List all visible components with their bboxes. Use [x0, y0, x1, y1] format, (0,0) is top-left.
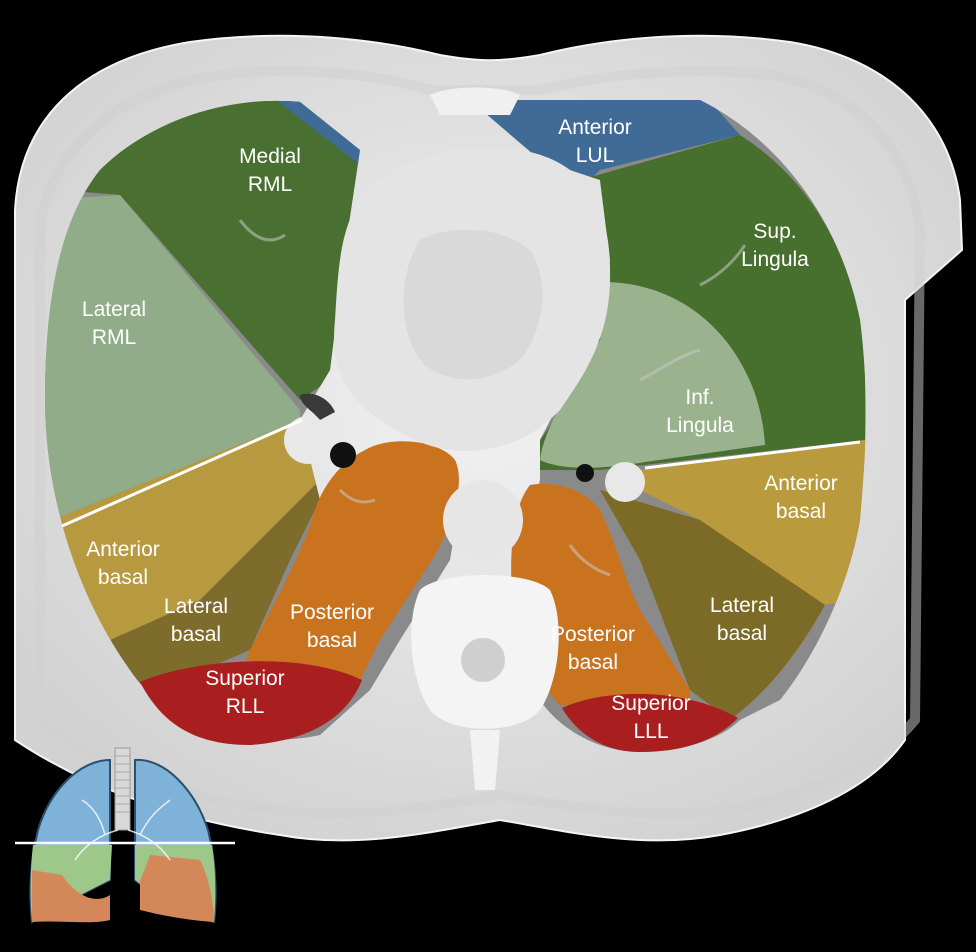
segment-anterior-basal-left: [640, 440, 865, 605]
segment-lateral-basal-right: [110, 480, 330, 690]
label-anterior-lul-1: Anterior: [558, 116, 632, 139]
right-hilar-dark: [300, 393, 335, 420]
label-lateral-basal-right-1: Lateral: [164, 595, 228, 618]
segment-superior-rll: [140, 661, 362, 745]
left-fissure-line: [644, 440, 861, 470]
label-posterior-basal-left-2: basal: [568, 651, 618, 674]
right-fissure-line: [61, 418, 303, 528]
left-bronchus: [576, 464, 594, 482]
label-anterior-basal-left-2: basal: [776, 500, 826, 523]
segment-lateral-rml: [45, 195, 300, 525]
segment-posterior-basal-right: [245, 441, 459, 680]
fat-layer: [35, 65, 926, 819]
left-lung-icon-base: [140, 855, 214, 922]
label-medial-rml-1: Medial: [239, 145, 301, 168]
labels: Medial RML Anterior LUL Sup. Lingula Lat…: [82, 116, 838, 743]
label-lateral-basal-left-1: Lateral: [710, 594, 774, 617]
segment-medial-rml: [60, 100, 360, 400]
label-lateral-basal-right-2: basal: [171, 623, 221, 646]
segment-anterior-lul: [470, 100, 740, 190]
label-medial-rml-2: RML: [248, 173, 292, 196]
label-inf-lingula-1: Inf.: [685, 386, 714, 409]
label-posterior-basal-left-1: Posterior: [551, 623, 635, 646]
label-sup-lingula-2: Lingula: [741, 248, 809, 271]
label-sup-lingula-1: Sup.: [753, 220, 796, 243]
label-anterior-basal-right-1: Anterior: [86, 538, 160, 561]
spinal-canal: [461, 638, 505, 682]
label-lateral-rml-2: RML: [92, 326, 136, 349]
label-posterior-basal-right-1: Posterior: [290, 601, 374, 624]
label-inf-lingula-2: Lingula: [666, 414, 734, 437]
segment-lateral-basal-left: [600, 490, 825, 720]
label-superior-lll-1: Superior: [611, 692, 690, 715]
sternum: [430, 87, 520, 115]
segment-anterior-basal-right: [45, 420, 320, 640]
aorta: [443, 480, 523, 560]
right-lung-icon-base: [32, 870, 110, 923]
lung-orientation-icon: [15, 747, 235, 924]
heart-chamber-shadow: [403, 229, 543, 380]
spinous-process: [470, 730, 500, 790]
label-anterior-basal-right-2: basal: [98, 566, 148, 589]
label-posterior-basal-right-2: basal: [307, 629, 357, 652]
label-lateral-basal-left-2: basal: [717, 622, 767, 645]
segment-superior-lll: [562, 693, 738, 752]
left-hilar-vessel: [605, 462, 645, 502]
right-hilar-vessel: [284, 416, 332, 464]
trachea-icon: [114, 747, 131, 831]
label-superior-rll-1: Superior: [205, 667, 284, 690]
right-bronchus: [330, 442, 356, 468]
vessel-markings: [238, 219, 747, 577]
label-superior-lll-2: LLL: [633, 720, 668, 743]
label-lateral-rml-1: Lateral: [82, 298, 146, 321]
label-superior-rll-2: RLL: [226, 695, 265, 718]
label-anterior-basal-left-1: Anterior: [764, 472, 838, 495]
label-anterior-lul-2: LUL: [576, 144, 615, 167]
